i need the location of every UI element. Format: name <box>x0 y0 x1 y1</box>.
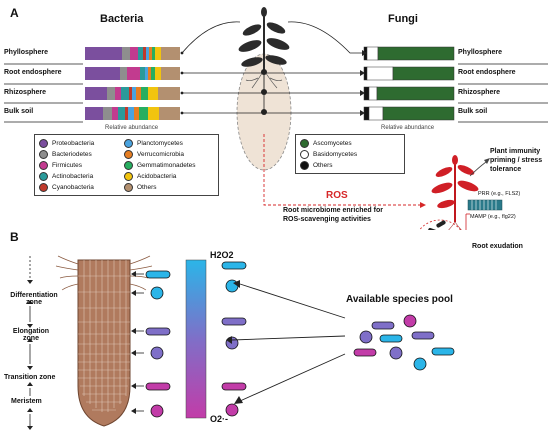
legend-swatch <box>124 183 133 192</box>
legend-item: Verrucomicrobia <box>124 149 214 160</box>
legend-item: Firmicutes <box>39 160 124 171</box>
legend-swatch <box>124 139 133 148</box>
legend-swatch <box>300 150 309 159</box>
mamp-label: MAMP (e.g., flg22) <box>470 214 516 220</box>
legend-item: Actinobacteria <box>39 171 124 182</box>
legend-swatch <box>39 150 48 159</box>
bacteria-title: Bacteria <box>100 13 144 25</box>
fungi-row-label-bulk-soil: Bulk soil <box>458 108 488 115</box>
zone-microbes <box>145 270 171 418</box>
legend-item: Gemmatimonadetes <box>124 160 214 171</box>
legend-swatch <box>124 150 133 159</box>
bacteria-bars <box>85 47 180 120</box>
root-exudation-label: Root exudation <box>472 243 523 250</box>
root-exudation-microbes <box>419 219 461 230</box>
immunity-line3: tolerance <box>490 166 522 173</box>
legend-item: Others <box>300 160 400 171</box>
fungi-legend: Ascomycetes Basidomycetes Others <box>295 134 405 174</box>
prr-label: PRR (e.g., FLS2) <box>478 191 521 197</box>
ros-text-line2: ROS-scavenging activities <box>283 216 371 223</box>
o2-label: O2·- <box>210 414 228 424</box>
bacteria-row-label-rhizosphere: Rhizosphere <box>4 89 47 96</box>
panel-a-label: A <box>10 6 19 20</box>
legend-swatch <box>124 161 133 170</box>
recruited-microbes <box>221 261 247 417</box>
zone-label-differentiation: Differentiation zone <box>10 292 58 306</box>
legend-item: Basidomycetes <box>300 149 400 160</box>
legend-item: Bacteriodetes <box>39 149 124 160</box>
bacteria-row-label-bulk-soil: Bulk soil <box>4 108 34 115</box>
red-plant-illustration <box>431 155 503 230</box>
legend-swatch <box>300 161 309 170</box>
immunity-line1: Plant immunity <box>490 148 541 155</box>
fungi-axis-label: Relative abundance <box>381 125 435 131</box>
ros-label: ROS <box>326 190 348 201</box>
legend-swatch <box>39 183 48 192</box>
root-illustration <box>55 255 153 427</box>
legend-item: Acidobacteria <box>124 171 214 182</box>
legend-item: Proteobacteria <box>39 138 124 149</box>
legend-item: Others <box>124 182 214 193</box>
legend-item: Planctomycetes <box>124 138 214 149</box>
legend-swatch <box>39 172 48 181</box>
legend-swatch <box>39 161 48 170</box>
zone-label-transition: Transition zone <box>4 374 56 381</box>
legend-item: Cyanobacteria <box>39 182 124 193</box>
zone-label-elongation: Elongation zone <box>12 328 50 342</box>
plant-illustration <box>236 7 292 171</box>
species-pool-label: Available species pool <box>346 294 453 305</box>
panel-a-graphics <box>4 7 548 230</box>
legend-item: Ascomycetes <box>300 138 400 149</box>
bacteria-axis-label: Relative abundance <box>105 125 159 131</box>
fungi-title: Fungi <box>388 13 418 25</box>
immunity-line2: priming / stress <box>490 157 543 164</box>
zone-label-meristem: Meristem <box>11 398 42 405</box>
legend-swatch <box>39 139 48 148</box>
panel-b-label: B <box>10 230 19 244</box>
fungi-row-label-phyllosphere: Phyllosphere <box>458 49 502 56</box>
species-pool-microbes <box>353 314 455 371</box>
legend-swatch <box>300 139 309 148</box>
panel-b-graphics <box>27 255 455 430</box>
fungi-row-label-rhizosphere: Rhizosphere <box>458 89 501 96</box>
fungi-bars <box>363 46 455 121</box>
bacteria-legend: Proteobacteria Bacteriodetes Firmicutes … <box>34 134 219 196</box>
bacteria-row-label-root-endosphere: Root endosphere <box>4 69 62 76</box>
legend-swatch <box>124 172 133 181</box>
ros-text-line1: Root microbiome enriched for <box>283 207 383 214</box>
h2o2-label: H2O2 <box>210 250 234 260</box>
bacteria-row-label-phyllosphere: Phyllosphere <box>4 49 48 56</box>
fungi-row-label-root-endosphere: Root endosphere <box>458 69 516 76</box>
